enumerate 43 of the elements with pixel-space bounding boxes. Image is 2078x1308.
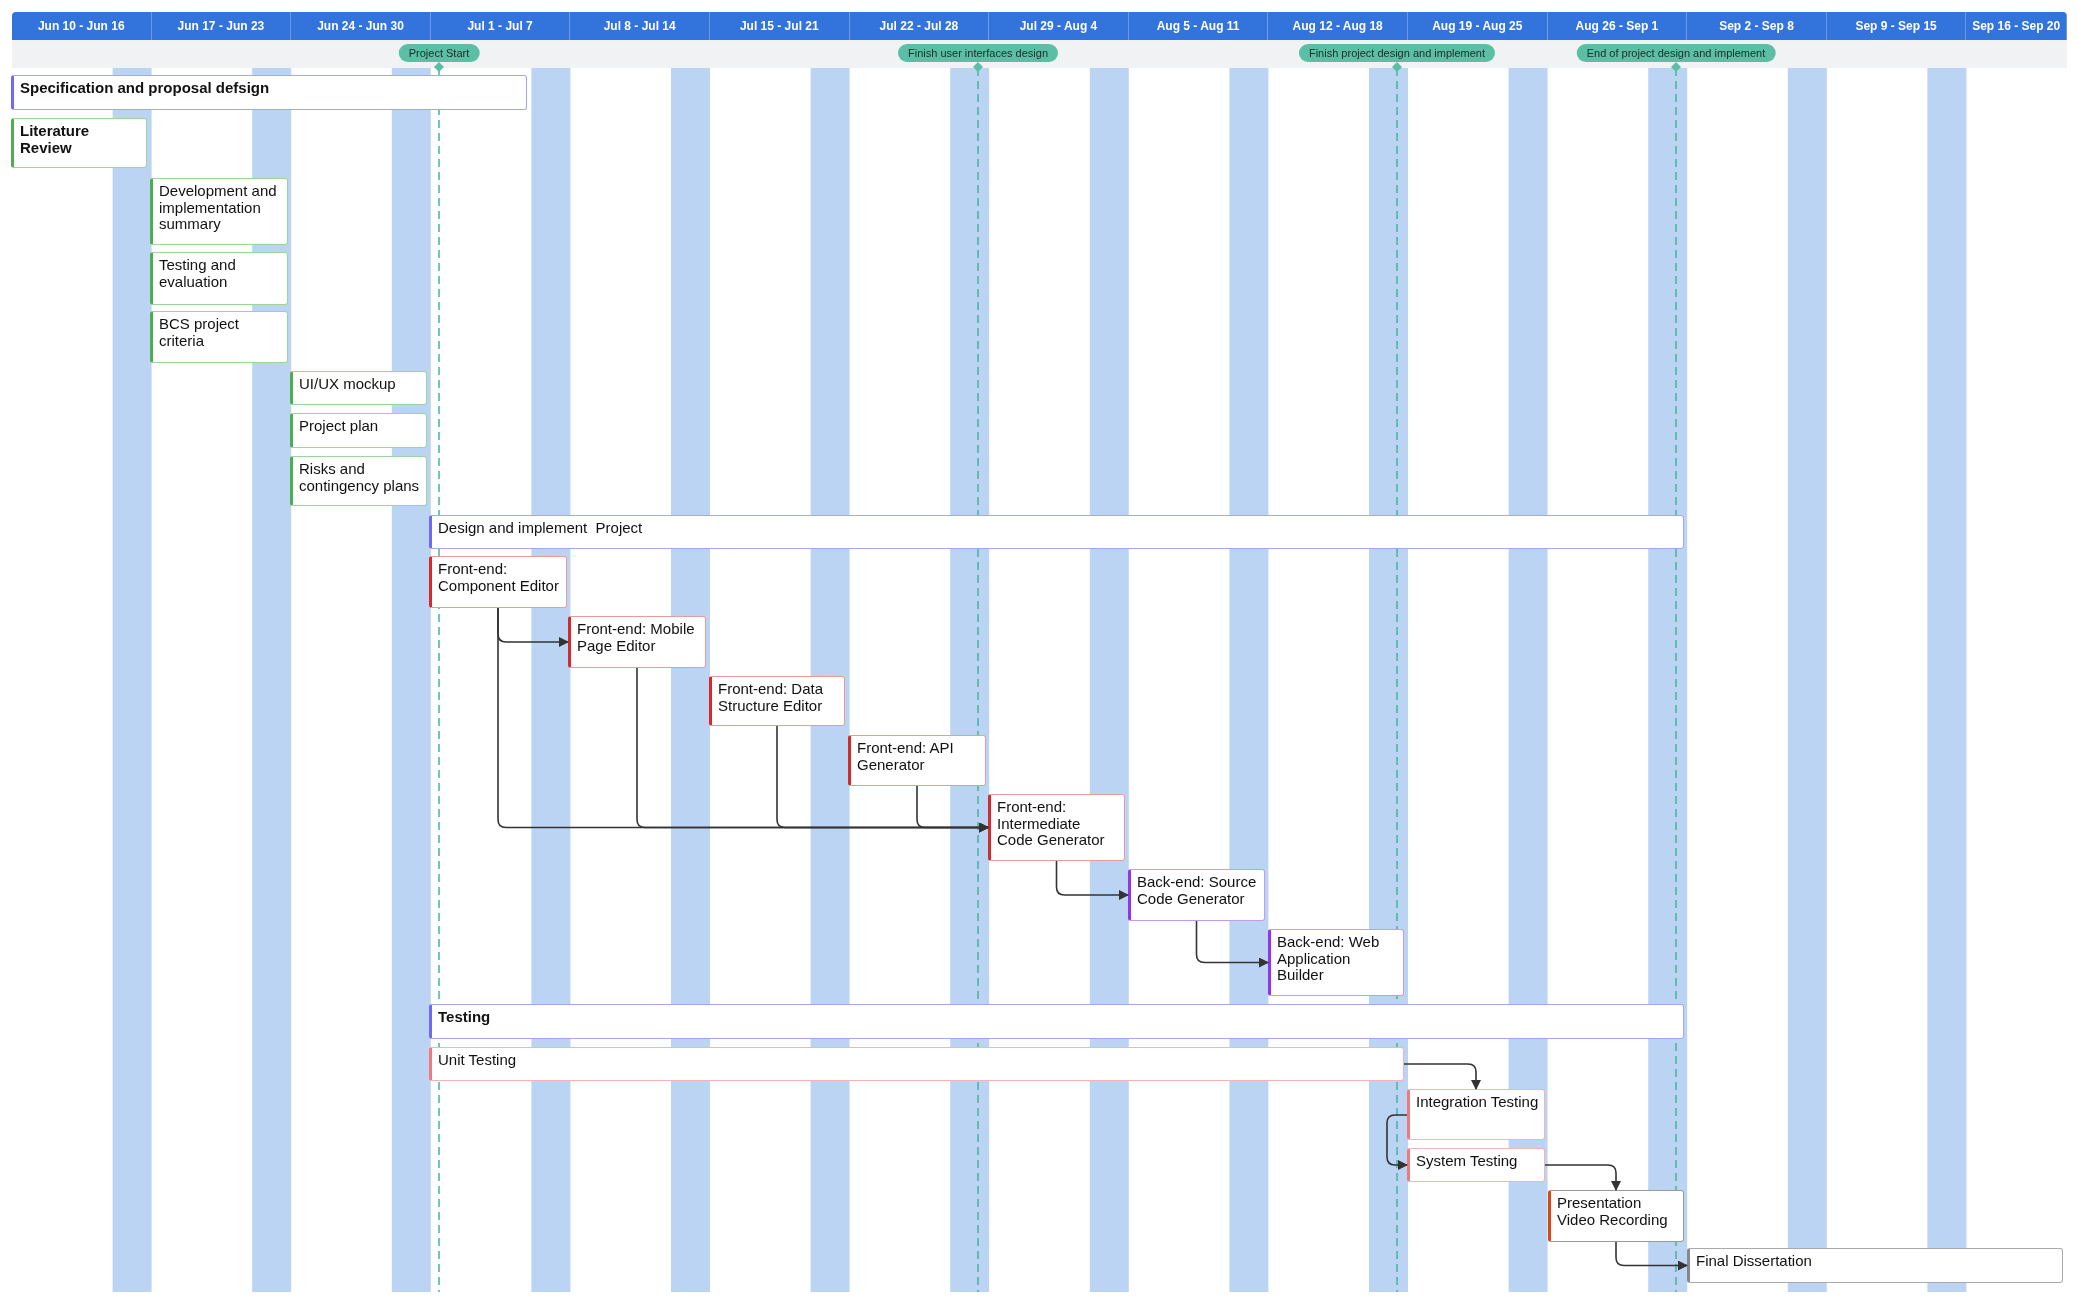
task-bar: Literature Review <box>11 118 147 168</box>
week-header: Aug 5 - Aug 11 <box>1128 12 1269 40</box>
arrow <box>1403 1063 1481 1090</box>
week-header: Jul 29 - Aug 4 <box>989 12 1129 40</box>
task-bar: Front-end: API Generator <box>848 735 986 786</box>
task-bar: Testing <box>429 1004 1684 1039</box>
task-bar: Testing and evaluation <box>150 252 288 305</box>
task-bar: Front-end: Intermediate Code Generator <box>988 794 1125 861</box>
task-bar: Presentation Video Recording <box>1548 1190 1684 1242</box>
week-header: Jun 10 - Jun 16 <box>12 12 152 40</box>
week-header: Aug 19 - Aug 25 <box>1408 12 1548 40</box>
task-bar: Project plan <box>290 413 427 448</box>
week-header: Jul 8 - Jul 14 <box>570 12 710 40</box>
task-bar: Front-end: Component Editor <box>429 556 567 608</box>
task-bar: Front-end: Mobile Page Editor <box>568 616 706 668</box>
task-bar: Unit Testing <box>429 1047 1404 1081</box>
week-header: Sep 16 - Sep 20 <box>1966 12 2067 40</box>
task-bar: Design and implement Project <box>429 515 1684 549</box>
task-bar: BCS project criteria <box>150 311 288 363</box>
week-header: Aug 26 - Sep 1 <box>1547 12 1688 40</box>
task-bar: Back-end: Source Code Generator <box>1128 869 1265 921</box>
task-bar: Specification and proposal defsign <box>11 75 527 110</box>
week-header: Jun 17 - Jun 23 <box>151 12 292 40</box>
arrow <box>916 785 989 833</box>
task-bar: Integration Testing <box>1407 1089 1545 1140</box>
arrow <box>1544 1164 1621 1191</box>
week-header: Jul 1 - Jul 7 <box>430 12 571 40</box>
task-bar: Front-end: Data Structure Editor <box>709 676 845 726</box>
task-bar: System Testing <box>1407 1148 1545 1182</box>
week-header: Aug 12 - Aug 18 <box>1268 12 1408 40</box>
task-bar: UI/UX mockup <box>290 371 427 405</box>
task-bar: Risks and contingency plans <box>290 456 427 506</box>
arrow <box>1055 860 1129 900</box>
week-header: Jul 15 - Jul 21 <box>710 12 850 40</box>
task-bar: Back-end: Web Application Builder <box>1268 929 1404 996</box>
week-header: Jul 22 - Jul 28 <box>849 12 990 40</box>
task-bar: Final Dissertation <box>1687 1248 2063 1283</box>
arrow <box>1386 1114 1408 1170</box>
week-header: Sep 2 - Sep 8 <box>1687 12 1827 40</box>
arrow <box>1195 920 1269 968</box>
week-header: Jun 24 - Jun 30 <box>291 12 431 40</box>
week-header: Sep 9 - Sep 15 <box>1826 12 1967 40</box>
task-bar: Development and implementation summary <box>150 178 288 245</box>
